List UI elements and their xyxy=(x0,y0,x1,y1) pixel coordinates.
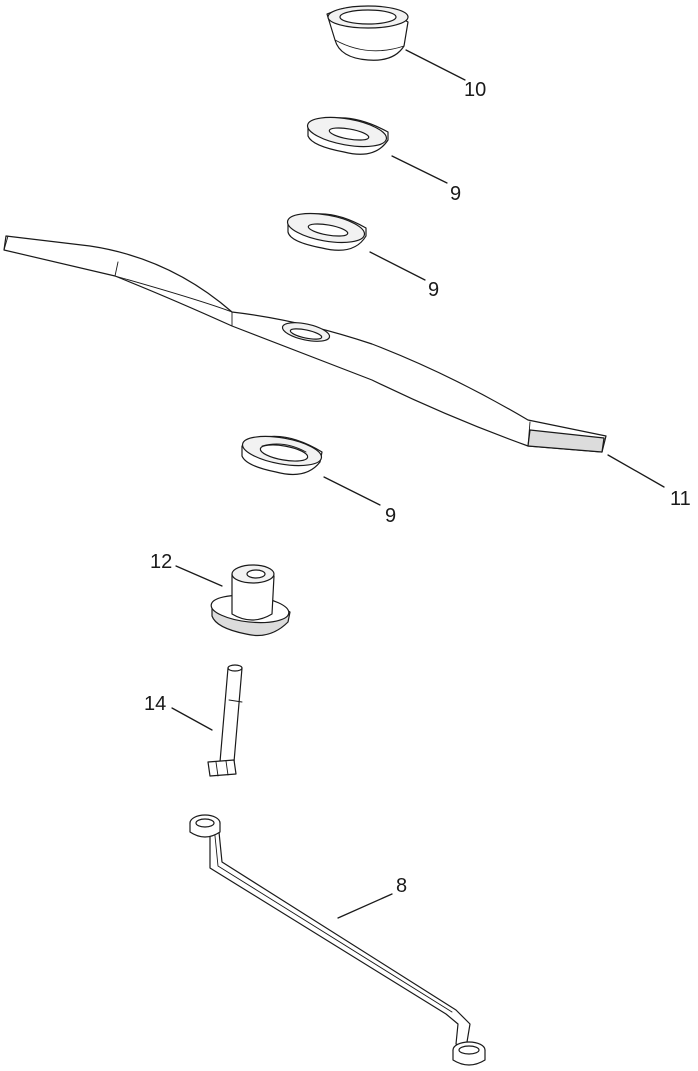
wrench-part-8 xyxy=(189,814,486,1066)
callout-9-lower: 9 xyxy=(385,505,396,527)
spacer-part-9-middle xyxy=(286,212,367,251)
leader-line-11 xyxy=(607,454,665,488)
leader-line-8 xyxy=(337,893,393,919)
leader-line-9-middle xyxy=(369,251,426,281)
callout-9-middle: 9 xyxy=(428,279,439,301)
blade-adapter-part-12 xyxy=(210,564,291,637)
callout-10: 10 xyxy=(464,79,486,101)
callout-9-upper: 9 xyxy=(450,183,461,205)
leader-line-9-upper xyxy=(391,155,448,184)
callout-11: 11 xyxy=(670,488,691,510)
leader-line-9-lower xyxy=(323,476,381,506)
blade-part-11 xyxy=(3,235,607,453)
callout-14: 14 xyxy=(144,693,166,715)
bolt-part-14 xyxy=(207,664,243,777)
callout-12: 12 xyxy=(150,551,172,573)
spacer-part-9-lower xyxy=(241,435,323,475)
callout-8: 8 xyxy=(396,875,407,897)
leader-line-14 xyxy=(171,707,213,731)
bushing-part-10 xyxy=(326,5,409,61)
leader-line-12 xyxy=(175,565,223,587)
spacer-part-9-upper xyxy=(306,116,389,155)
leader-line-10 xyxy=(405,49,466,81)
